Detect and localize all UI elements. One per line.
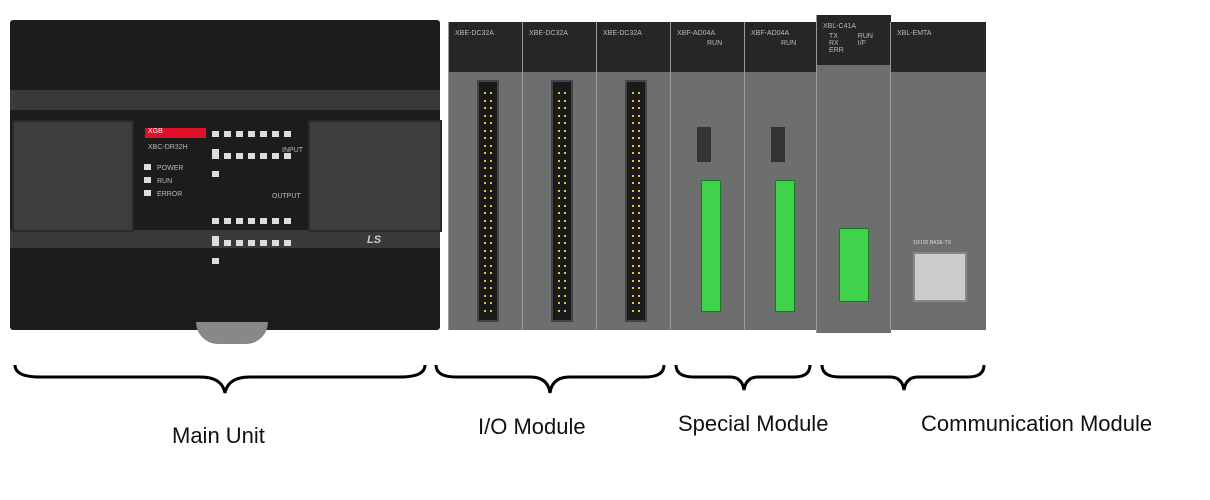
caption-communication-module: Communication Module bbox=[921, 411, 1153, 436]
terminal-block bbox=[701, 180, 721, 312]
module-header: XBE-DC32A bbox=[523, 22, 597, 72]
error-led-label: ERROR bbox=[157, 191, 183, 198]
terminal-cover-left bbox=[12, 120, 134, 232]
brace-communication-module bbox=[820, 364, 986, 391]
caption-io-module: I/O Module bbox=[478, 414, 586, 439]
terminal-cover-right bbox=[308, 120, 442, 232]
input-leds bbox=[212, 118, 307, 177]
module-model-label: XBE-DC32A bbox=[529, 30, 568, 37]
run-led-label: RUN bbox=[157, 178, 173, 185]
module-special-4: XBF-AD04A RUN bbox=[744, 22, 817, 330]
comm-led-label: I/F bbox=[857, 40, 866, 47]
io-connector bbox=[551, 80, 573, 322]
main-unit-rail-bottom bbox=[10, 230, 440, 248]
module-model-label: XBF-AD04A bbox=[751, 30, 790, 37]
io-connector bbox=[477, 80, 499, 322]
module-header: XBE-DC32A bbox=[597, 22, 671, 72]
module-model-label: XBE-DC32A bbox=[603, 30, 642, 37]
module-header: XBF-AD04A RUN bbox=[745, 22, 817, 72]
module-io-0: XBE-DC32A bbox=[448, 22, 523, 330]
brand-label: XGB bbox=[145, 128, 206, 138]
model-label: XBC-DR32H bbox=[148, 144, 188, 151]
terminal-block bbox=[839, 228, 869, 302]
mounting-clip bbox=[196, 322, 268, 344]
module-io-1: XBE-DC32A bbox=[522, 22, 597, 330]
terminal-block bbox=[775, 180, 795, 312]
run-indicator-label: RUN bbox=[781, 40, 797, 47]
module-header: XBL-EMTA bbox=[891, 22, 986, 72]
module-special-3: XBF-AD04A RUN bbox=[670, 22, 745, 330]
module-header: XBF-AD04A RUN bbox=[671, 22, 745, 72]
caption-main-unit: Main Unit bbox=[172, 423, 265, 448]
run-indicator-label: RUN bbox=[707, 40, 723, 47]
range-switch[interactable] bbox=[771, 127, 785, 162]
module-model-label: XBL-C41A bbox=[823, 23, 857, 30]
output-leds bbox=[212, 205, 307, 264]
range-switch[interactable] bbox=[697, 127, 711, 162]
module-model-label: XBL-EMTA bbox=[897, 30, 932, 37]
brace-io-module bbox=[434, 364, 666, 394]
caption-special-module: Special Module bbox=[678, 411, 829, 436]
comm-led-label: RX bbox=[829, 40, 839, 47]
grouping-braces bbox=[13, 364, 986, 394]
input-label: INPUT bbox=[282, 147, 303, 154]
power-led-label: POWER bbox=[157, 165, 184, 172]
module-model-label: XBE-DC32A bbox=[455, 30, 494, 37]
comm-led-label: RUN bbox=[857, 33, 873, 40]
comm-led-label: ERR bbox=[829, 47, 844, 54]
brace-main-unit bbox=[13, 364, 427, 394]
main-unit-rail-top bbox=[10, 90, 440, 110]
comm-led-label: TX bbox=[829, 33, 838, 40]
ls-logo: LS bbox=[367, 234, 382, 246]
module-comm-6: XBL-EMTA 10/100 BASE-TX bbox=[890, 22, 986, 330]
io-connector bbox=[625, 80, 647, 322]
status-leds: POWER RUN ERROR bbox=[144, 162, 183, 201]
port-label: 10/100 BASE-TX bbox=[913, 240, 952, 246]
module-header: XBE-DC32A bbox=[449, 22, 523, 72]
brace-special-module bbox=[674, 364, 812, 391]
module-model-label: XBF-AD04A bbox=[677, 30, 716, 37]
output-label: OUTPUT bbox=[272, 193, 301, 200]
module-io-2: XBE-DC32A bbox=[596, 22, 671, 330]
ethernet-port-icon[interactable] bbox=[913, 252, 967, 302]
